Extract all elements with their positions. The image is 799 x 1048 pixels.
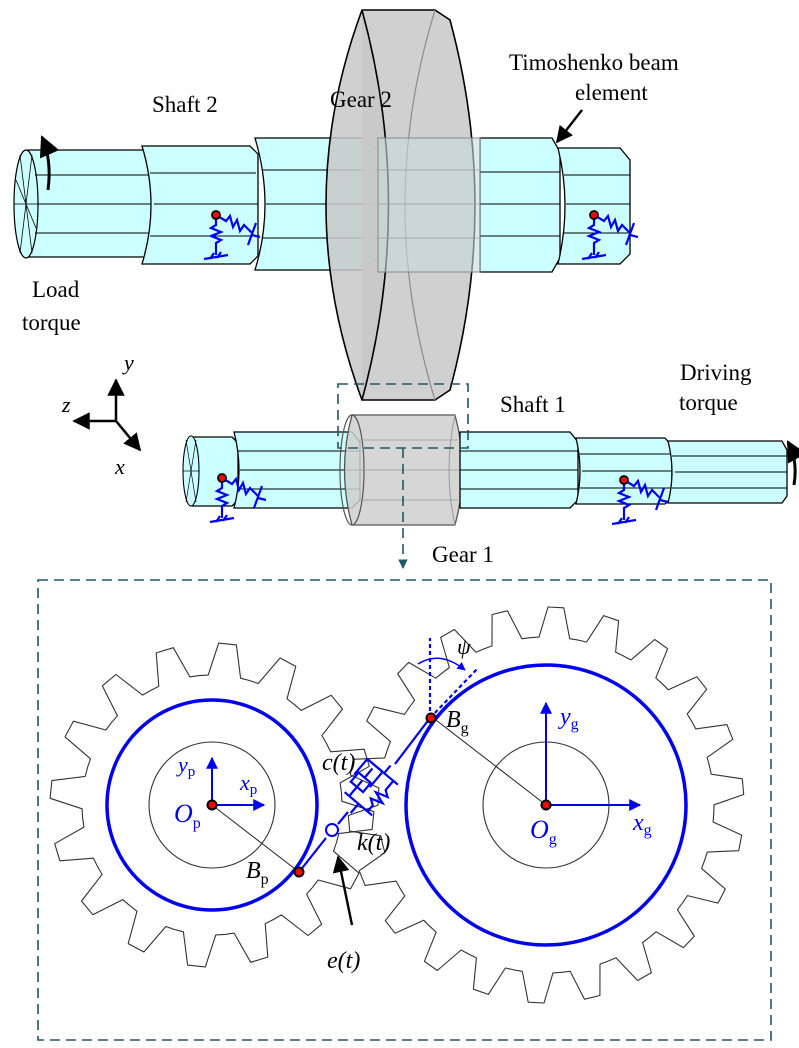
gear-radius-line — [431, 716, 547, 806]
bp-label: Bp — [246, 858, 269, 888]
stiffness-label: k(t) — [357, 830, 390, 856]
detail-box — [37, 579, 772, 1041]
pressure-angle-marker: ψ — [417, 634, 479, 719]
shaft-1-label: Shaft 1 — [500, 392, 566, 417]
load-torque-label-line1: Load — [32, 277, 80, 302]
load-torque-arrow — [39, 135, 60, 191]
pinion-center-node — [206, 799, 218, 811]
pinion-tooth-profile — [49, 642, 375, 968]
gear-coordinate-axes: yg xg Og — [530, 701, 652, 848]
pinion-contact-node — [293, 866, 305, 878]
zoom-indicator — [37, 383, 772, 1041]
pinion-coordinate-axes: yp xp Op — [174, 752, 266, 832]
pinion-radius-line — [211, 804, 300, 873]
axis-triad: y z x — [61, 350, 142, 479]
gear-1-label: Gear 1 — [432, 542, 494, 567]
pinion-base-circle — [105, 698, 319, 912]
pinion-teeth — [49, 642, 375, 968]
load-torque-label-line2: torque — [22, 310, 81, 335]
bg-label: Bg — [446, 707, 469, 737]
timoshenko-label-line1: Timoshenko beam — [509, 50, 679, 75]
mesh-spring-damper — [298, 717, 431, 873]
timoshenko-pointer-arrow — [555, 109, 583, 144]
error-label: e(t) — [327, 948, 360, 974]
gear-2-disc — [325, 9, 481, 401]
error-pointer-arrow — [332, 855, 354, 926]
svg-text:yg: yg — [558, 704, 579, 733]
pinion-bore — [148, 741, 276, 869]
svg-text:xp: xp — [239, 770, 257, 798]
bearing-spring-4 — [611, 475, 669, 526]
svg-text:Og: Og — [530, 815, 557, 848]
shaft-1 — [182, 414, 788, 526]
shaft-2-label: Shaft 2 — [152, 92, 218, 117]
psi-label: ψ — [457, 634, 471, 659]
axis-y-label: y — [122, 350, 134, 375]
svg-text:Op: Op — [174, 799, 201, 832]
gear-base-circle — [404, 663, 688, 947]
svg-text:yp: yp — [176, 752, 195, 780]
axis-x-label: x — [114, 454, 125, 479]
bearing-spring-2 — [581, 210, 639, 261]
bearing-springs — [203, 210, 669, 526]
damping-label: c(t) — [322, 750, 355, 776]
shaft-2 — [13, 137, 631, 273]
timoshenko-label-line2: element — [575, 80, 648, 105]
gear-contact-node — [425, 712, 437, 724]
error-excitation-symbol — [325, 823, 339, 837]
gear-2-label: Gear 2 — [330, 87, 392, 112]
svg-text:xg: xg — [632, 810, 652, 839]
gear-center-node — [540, 799, 552, 811]
driving-torque-arrow — [786, 440, 799, 486]
driving-torque-label-line1: Driving — [680, 360, 752, 385]
bearing-spring-3 — [209, 473, 267, 524]
axis-z-label: z — [61, 392, 71, 417]
driving-torque-label-line2: torque — [679, 390, 738, 415]
bearing-spring-1 — [203, 210, 261, 261]
